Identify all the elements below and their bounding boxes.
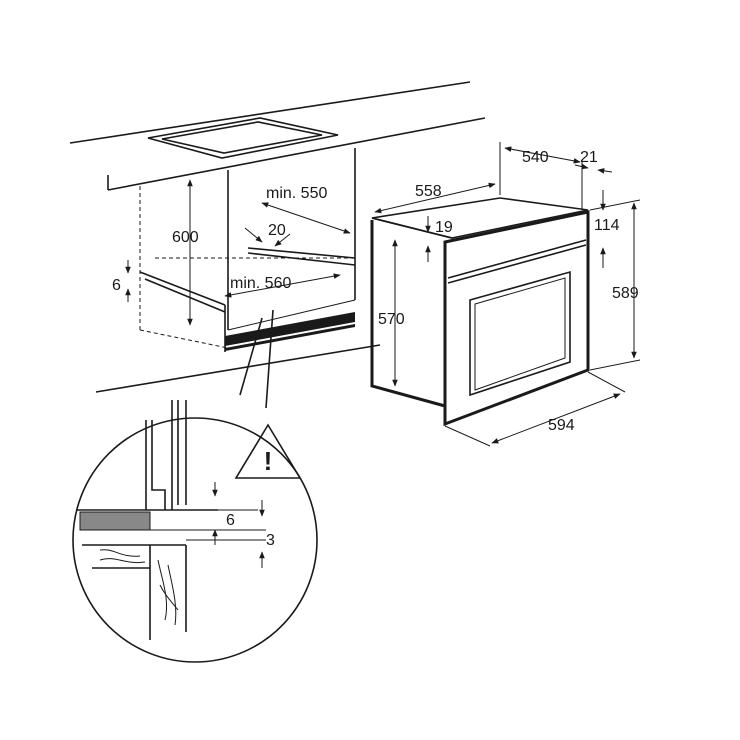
plinth-stripe <box>225 312 355 346</box>
cabinet-gap-label: 6 <box>112 277 121 294</box>
oven-front <box>443 210 590 427</box>
oven-body-height-label: 570 <box>378 311 405 328</box>
vent-gap-label: 20 <box>268 222 286 239</box>
min-depth-line <box>261 202 351 234</box>
kitchen-cabinet <box>69 81 486 393</box>
detail-thickness-label: 3 <box>266 532 275 549</box>
cabinet-dimensions: 600 6 min. 550 20 min. 560 <box>112 179 351 326</box>
oven-total-depth-label: 540 <box>522 149 549 166</box>
top-offset-label: 19 <box>435 219 453 236</box>
detail-callout: ! 6 3 <box>72 309 318 663</box>
oven-door-window <box>469 270 571 397</box>
min-depth-label: min. 550 <box>266 185 327 202</box>
detail-circle <box>72 417 318 663</box>
panel-height-label: 114 <box>594 217 620 234</box>
min-width-label: min. 560 <box>230 275 291 292</box>
oven-body-depth-label: 558 <box>415 183 442 200</box>
warning-triangle-icon <box>234 423 302 479</box>
cabinet-height-label: 600 <box>172 229 199 246</box>
detail-gap-label: 6 <box>226 512 235 529</box>
oven-front-height-label: 589 <box>612 285 639 302</box>
door-offset-label: 21 <box>580 149 598 166</box>
oven-width-label: 594 <box>548 417 575 434</box>
oven-dimensions: 540 21 558 19 570 114 589 594 <box>374 142 641 447</box>
min-width-line <box>224 273 341 298</box>
hob-glass <box>161 121 323 154</box>
hob-outline <box>147 117 339 159</box>
warning-symbol: ! <box>264 446 273 476</box>
